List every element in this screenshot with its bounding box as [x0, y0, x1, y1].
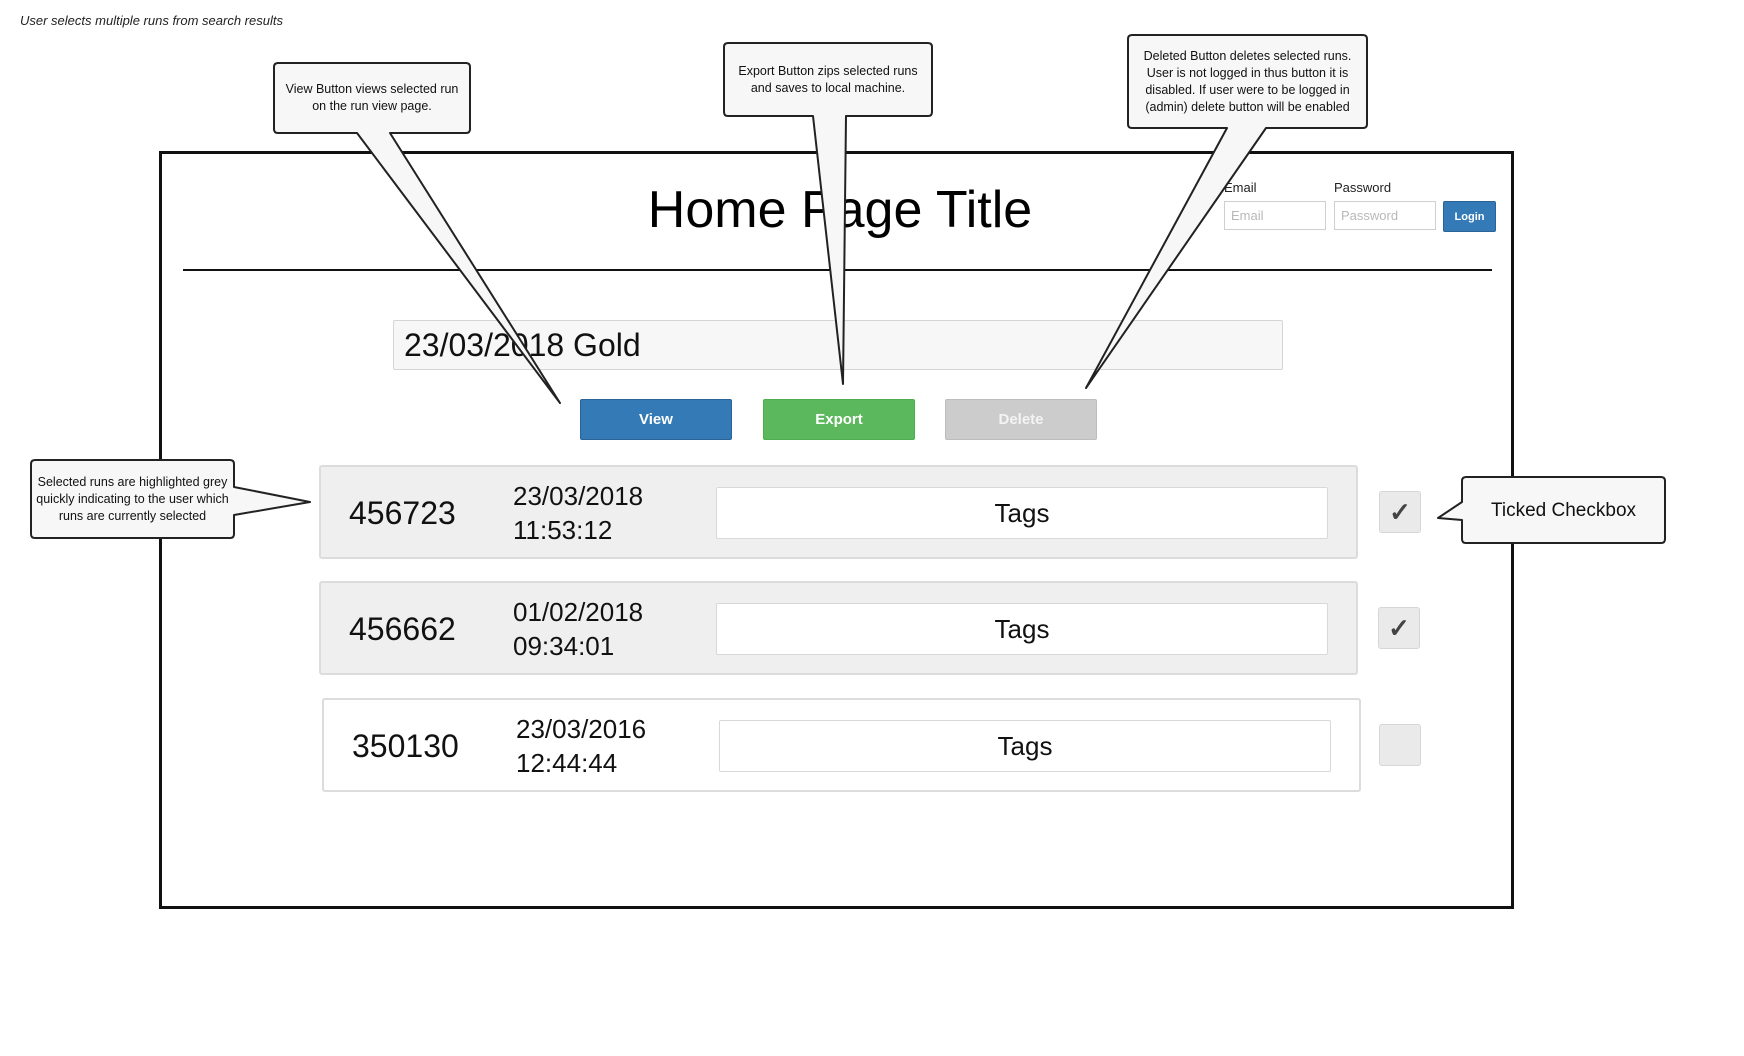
delete-button: Delete — [945, 399, 1097, 440]
password-label: Password — [1334, 180, 1392, 195]
tags-field[interactable]: Tags — [716, 487, 1328, 539]
view-button[interactable]: View — [580, 399, 732, 440]
selected-callout-bubble — [30, 459, 311, 539]
run-id: 350130 — [352, 728, 459, 764]
view-callout-bubble — [273, 62, 561, 404]
run-datetime: 23/03/2018 11:53:12 — [513, 479, 643, 547]
delete-callout-text: Deleted Button deletes selected runs. Us… — [1143, 48, 1352, 114]
tags-field[interactable]: Tags — [716, 603, 1328, 655]
export-callout-bubble — [723, 42, 933, 385]
run-date: 23/03/2018 — [513, 481, 644, 511]
login-button[interactable]: Login — [1443, 201, 1496, 232]
export-button[interactable]: Export — [763, 399, 915, 440]
selected-callout-text: Selected runs are highlighted grey quick… — [36, 474, 229, 523]
row-checkbox[interactable]: ✓ — [1378, 607, 1420, 649]
checkbox-callout-text: Ticked Checkbox — [1490, 499, 1637, 521]
email-label: Email — [1224, 180, 1257, 195]
run-row[interactable]: 350130 23/03/2016 12:44:44 Tags — [322, 698, 1361, 792]
run-datetime: 01/02/2018 09:34:01 — [513, 595, 643, 663]
row-checkbox[interactable] — [1379, 724, 1421, 766]
run-row[interactable]: 456662 01/02/2018 09:34:01 Tags — [319, 581, 1358, 675]
run-date: 01/02/2018 — [513, 597, 644, 627]
run-time: 09:34:01 — [513, 631, 615, 661]
tags-field[interactable]: Tags — [719, 720, 1331, 772]
password-field[interactable] — [1334, 201, 1436, 230]
run-date: 23/03/2016 — [516, 714, 647, 744]
run-datetime: 23/03/2016 12:44:44 — [516, 712, 646, 780]
row-checkbox[interactable]: ✓ — [1379, 491, 1421, 533]
delete-callout-bubble — [1085, 34, 1368, 389]
email-field[interactable] — [1224, 201, 1326, 230]
export-callout-text: Export Button zips selected runs and sav… — [738, 63, 918, 95]
run-row[interactable]: 456723 23/03/2018 11:53:12 Tags — [319, 465, 1358, 559]
diagram-caption: User selects multiple runs from search r… — [20, 13, 283, 28]
view-callout-text: View Button views selected run on the ru… — [285, 82, 459, 113]
run-time: 11:53:12 — [513, 515, 613, 545]
checkbox-callout-bubble — [1437, 476, 1666, 544]
run-id: 456723 — [349, 495, 456, 531]
run-id: 456662 — [349, 611, 456, 647]
run-time: 12:44:44 — [516, 748, 618, 778]
